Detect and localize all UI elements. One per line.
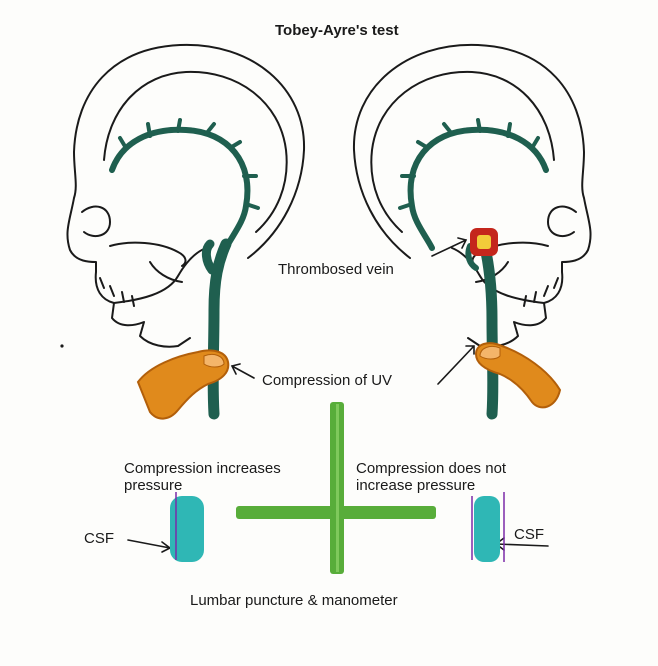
left-sinus-branches (120, 120, 258, 208)
left-cheekbone (110, 243, 185, 266)
right-csf-column (474, 496, 500, 562)
left-jugular-lower (206, 244, 212, 270)
left-csf-column (170, 496, 204, 562)
label-compression-uv: Compression of UV (262, 372, 392, 389)
thrombus-inner (477, 235, 491, 249)
arrow-compression-right (438, 346, 474, 384)
left-manometer (170, 492, 204, 562)
left-sagittal-sinus (112, 130, 247, 248)
arrow-compression-left (232, 364, 254, 378)
right-orbit (548, 207, 576, 237)
thrombus (470, 228, 498, 256)
right-skull (354, 45, 591, 347)
right-sinus-branches (400, 120, 538, 208)
label-bottom: Lumbar puncture & manometer (190, 592, 398, 609)
label-csf-right: CSF (514, 526, 544, 543)
cross-vertical-highlight (336, 404, 339, 572)
diagram-title: Tobey-Ayre's test (275, 22, 399, 39)
label-csf-left: CSF (84, 530, 114, 547)
right-cranium-outline (354, 45, 591, 347)
label-left-result: Compression increases pressure (124, 460, 324, 494)
left-orbit (82, 207, 110, 237)
left-jaw (114, 248, 206, 303)
right-manometer (472, 492, 504, 562)
arrow-csf-left (128, 540, 170, 552)
label-right-result: Compression does not increase pressure (356, 460, 566, 494)
left-skull (67, 45, 304, 347)
right-jugular-vein (486, 252, 493, 414)
stray-dot (60, 344, 63, 347)
label-thrombosed-vein: Thrombosed vein (278, 261, 394, 278)
left-cranium-outline (67, 45, 304, 347)
